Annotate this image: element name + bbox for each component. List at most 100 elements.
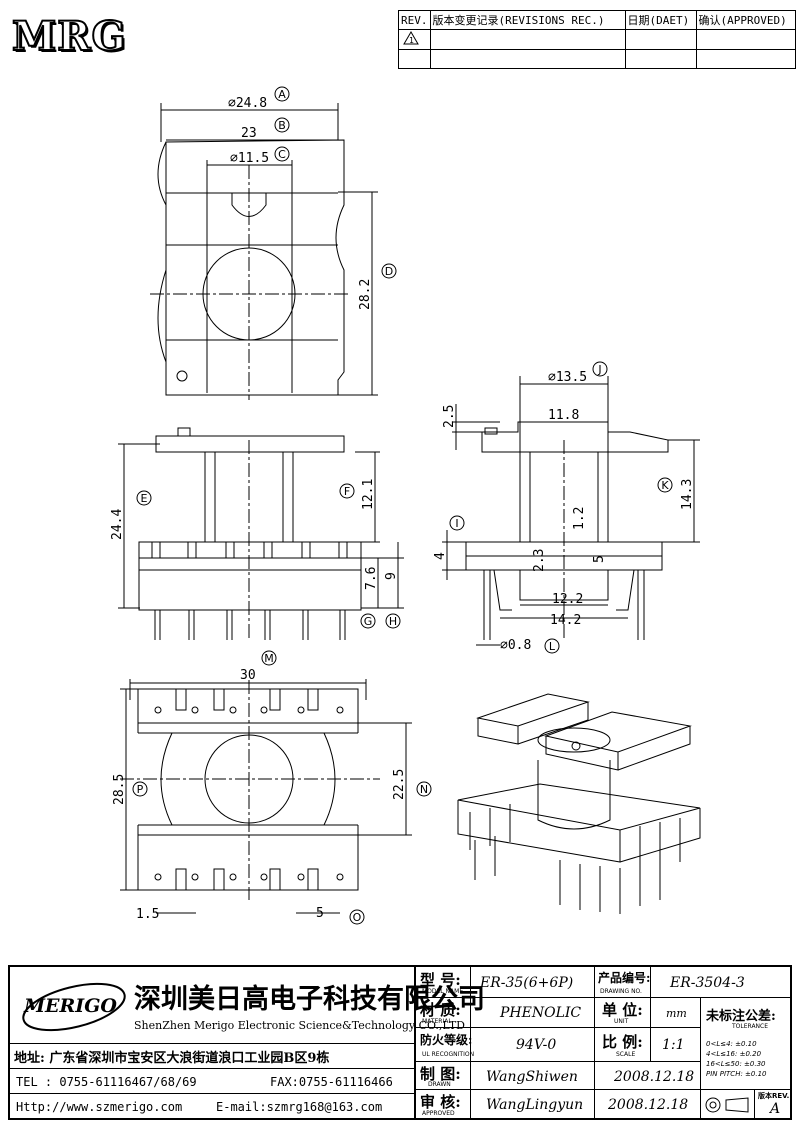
approved-date-value: 2008.12.18 [608,1097,689,1113]
company-fax: FAX:0755-61116466 [270,1075,393,1089]
dim-letter-c: C [274,146,290,162]
dim-value-g: 7.6 [364,567,379,590]
dim-letter-a: A [274,86,290,102]
merigo-logo: MERIGO [14,973,132,1043]
svg-text:F: F [344,485,350,498]
revision-approved-cell [695,49,796,69]
dim-value-m: 30 [240,668,256,683]
drawn-sub: DRAWN [428,1081,451,1088]
svg-text:D: D [385,265,393,278]
dim-letter-j: J [592,361,608,377]
dim-value-2-5: 2.5 [442,405,457,428]
dim-letter-f: F [339,483,355,499]
unit-value: mm [666,1007,687,1020]
drawing-no-value: ER-3504-3 [670,975,745,991]
dim-value-k: 14.3 [680,479,695,510]
dim-value-l: ⌀0.8 [500,638,531,653]
dim-value-1-5: 1.5 [136,907,159,922]
revision-row: 1 [398,29,796,50]
company-website[interactable]: Http://www.szmerigo.com [16,1100,183,1114]
model-sub: MODEL NAME [422,988,464,995]
dim-letter-b: B [274,117,290,133]
side-view [442,376,700,646]
model-label: 型 号: [420,971,461,989]
technical-drawing: ⌀24.8A23B⌀11.5C28.2D24.4E12.1F7.6G9H4I⌀1… [110,86,701,925]
fire-rating-value: 94V-0 [516,1037,557,1053]
scale-value: 1:1 [662,1037,685,1053]
scale-sub: SCALE [616,1051,636,1058]
mrg-logo: MRG [11,13,127,61]
dim-value-e: 24.4 [110,509,125,540]
unit-sub: UNIT [614,1018,629,1025]
dim-letter-e: E [136,490,152,506]
unit-label: 单 位: [602,1001,643,1019]
scale-label: 比 例: [602,1033,643,1051]
drawn-date-value: 2008.12.18 [614,1069,695,1085]
material-value: PHENOLIC [500,1005,582,1021]
front-view [118,427,404,640]
svg-text:L: L [549,640,556,653]
material-label: 材 质: [420,1001,461,1019]
dim-letter-h: H [385,613,401,629]
dim-value-h: 9 [384,572,399,580]
revision-row [398,49,796,69]
dim-value-1-2: 1.2 [572,507,587,530]
approved-header: 确认(APPROVED) [695,10,796,30]
svg-text:1: 1 [409,36,414,45]
svg-text:E: E [141,492,148,505]
svg-text:N: N [420,783,428,796]
tolerance-item: 4<L≤16: ±0.20 [706,1050,762,1058]
revision-header-row: REV. 版本变更记录(REVISIONS REC.) 日期(DAET) 确认(… [398,10,796,30]
dim-value-b: 23 [241,126,257,141]
rev-header: REV. [398,10,431,30]
company-name-cn: 深圳美日高电子科技有限公司 [134,984,485,1015]
fire-rating-label: 防火等级: [420,1033,473,1047]
dim-letter-l: L [544,638,560,654]
dim-letter-g: G [360,613,376,629]
approved-label: 审 核: [420,1093,461,1111]
dim-value-n: 22.5 [392,769,407,800]
fire-rating-sub: UL RECOGNITION [422,1051,475,1058]
svg-text:H: H [389,615,397,628]
model-value: ER-35(6+6P) [480,975,574,991]
rev-label: 版本REV. [758,1092,790,1100]
dim-letter-o: O [349,909,365,925]
svg-text:C: C [278,148,286,161]
company-tel: TEL : 0755-61116467/68/69 [16,1075,197,1089]
drawn-by-value: WangShiwen [486,1069,578,1085]
revision-table: REV. 版本变更记录(REVISIONS REC.) 日期(DAET) 确认(… [398,10,796,69]
dim-value-p: 28.5 [112,774,127,805]
svg-text:A: A [278,88,286,101]
dim-value-a: ⌀24.8 [228,96,267,111]
svg-text:P: P [137,783,144,796]
dim-letter-n: N [416,781,432,797]
dim-value-14-2: 14.2 [550,613,581,628]
svg-text:J: J [597,363,601,376]
dim-value-i: 4 [433,552,448,560]
dim-value-j: ⌀13.5 [548,370,587,385]
isometric-view [457,693,701,914]
dim-value-f: 12.1 [361,479,376,510]
drawing-no-sub: DRAWING NO. [600,988,642,995]
drawn-label: 制 图: [420,1065,461,1083]
dim-letter-i: I [449,515,465,531]
company-name-en: ShenZhen Merigo Electronic Science&Techn… [134,1019,465,1032]
dim-value-c: ⌀11.5 [230,151,269,166]
svg-text:K: K [661,479,669,492]
tolerance-item: 0<L≤4: ±0.10 [706,1040,757,1048]
title-block: MERIGO 深圳美日高电子科技有限公司 ShenZhen Merigo Ele… [8,965,792,1120]
company-address: 地址: 广东省深圳市宝安区大浪街道浪口工业园B区9栋 [14,1051,330,1066]
top-view [150,103,378,400]
tolerance-item: PIN PITCH: ±0.10 [706,1070,767,1078]
svg-text:I: I [455,517,458,530]
tolerance-title: 未标注公差: [706,1009,776,1024]
dim-value-o: 5 [316,906,324,921]
svg-text:M: M [264,652,274,665]
bottom-view [120,679,412,914]
merigo-swoosh-icon [22,982,126,1032]
svg-text:G: G [364,615,373,628]
dim-value-2-3: 2.3 [532,549,547,572]
company-email[interactable]: E-mail:szmrg168@163.com [216,1100,383,1114]
dim-letter-p: P [132,781,148,797]
tolerance-sub: TOLERANCE [732,1023,769,1030]
